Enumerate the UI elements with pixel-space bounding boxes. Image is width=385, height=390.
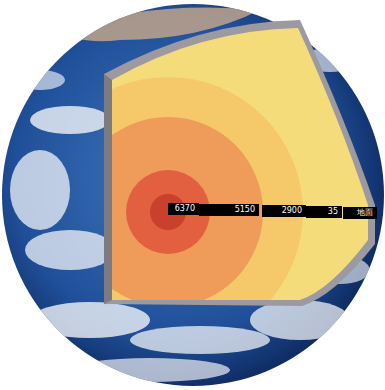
depth-label: 6370	[168, 203, 199, 215]
depth-label: 2900	[262, 205, 306, 217]
depth-label: 5150	[199, 204, 259, 216]
depth-label: 地面	[343, 207, 377, 219]
depth-label: 35	[306, 206, 342, 218]
